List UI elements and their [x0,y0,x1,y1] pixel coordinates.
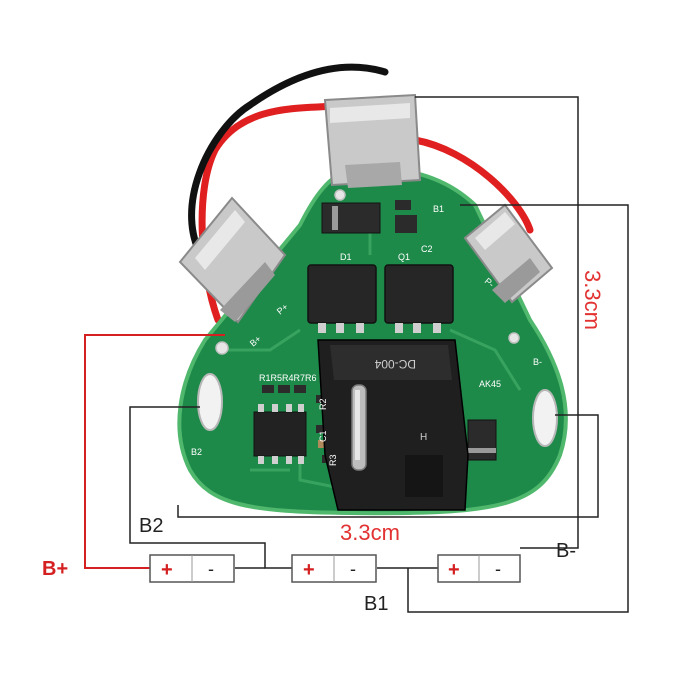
label-b2-board: B2 [191,447,202,457]
diode-right-band [468,448,496,453]
cell-3-plus: + [448,559,460,581]
lead-top-tab [415,96,579,549]
label-b-minus-annotation: B- [556,540,576,562]
label-c1: C1 [318,430,328,442]
label-b1-annotation: B1 [364,593,388,615]
label-r2: R2 [318,398,328,410]
dimension-horizontal-label: 3.3cm [340,520,400,545]
diode-band [332,206,338,230]
tab-top [323,93,422,188]
label-resistor-group: R1R5R4R7R6 [259,373,317,383]
ic-chip [253,411,307,457]
cell-3: + - [437,554,521,583]
mosfet-left [307,264,377,324]
label-r3: R3 [328,454,338,466]
diode-top [321,202,381,234]
pad-hole [508,332,520,344]
label-connector: DC-004 [374,357,416,371]
resistor-smd [395,200,411,210]
cell-2: + - [291,554,377,583]
cell-2-minus: - [350,559,356,579]
label-b-minus: B- [533,357,542,367]
pad-hole [215,341,229,355]
cell-2-plus: + [303,559,315,581]
lead-right-tab [407,204,629,613]
red-wire-right [411,136,534,234]
label-b2-annotation: B2 [139,515,163,537]
cell-1: + - [149,554,235,583]
dimension-vertical-label: 3.3cm [580,270,605,330]
mosfet-leads [318,323,441,333]
lead-b-plus [84,334,225,569]
label-model: AK45 [479,379,501,389]
tab-left [178,196,287,324]
slot-left [197,373,223,431]
pad-hole [334,189,346,201]
label-q1: Q1 [398,252,410,262]
dimension-horizontal-line [177,414,599,518]
dc-connector [317,339,469,511]
label-d1: D1 [340,252,352,262]
cell-1-minus: - [208,559,214,579]
slot-right [532,389,558,447]
label-c2: C2 [421,244,433,254]
black-wire [188,63,389,266]
cell-3-minus: - [495,559,501,579]
cell-1-plus: + [161,559,173,581]
label-b-plus-annotation: B+ [42,558,68,580]
label-connector-mark: H [420,432,427,443]
transistor-small [395,215,417,233]
tab-right [463,203,554,304]
diode-right [467,419,497,461]
lead-b2 [129,406,292,569]
mosfet-right [384,264,454,324]
label-b1: B1 [433,204,444,214]
ic-leads [258,404,304,464]
